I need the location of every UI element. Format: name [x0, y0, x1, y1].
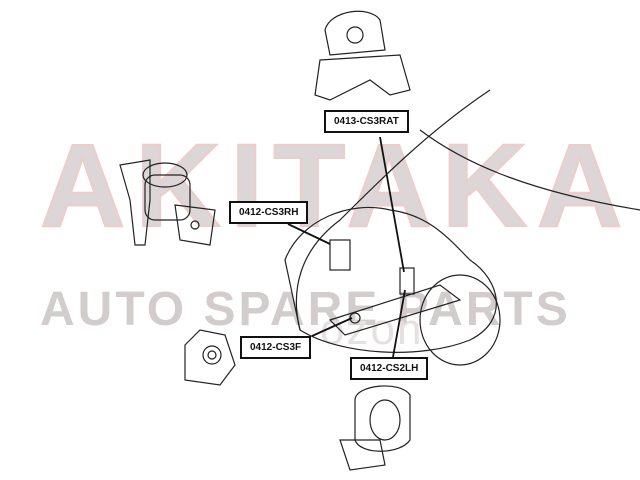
label-top-mount: 0413-CS3RAT — [324, 110, 409, 133]
watermark-subtitle: AUTO SPARE PARTS — [40, 283, 571, 336]
label-left-mount: 0412-CS2LH — [350, 357, 429, 380]
subframe — [328, 284, 462, 336]
installed-right-mount — [329, 239, 351, 271]
front-mount-part — [184, 329, 236, 386]
engine-bay-outline — [284, 206, 497, 353]
leader-left — [392, 289, 406, 358]
label-right-mount: 0412-CS3RH — [229, 201, 309, 224]
wheel-arch — [419, 274, 501, 366]
label-front-mount: 0412-CS3F — [240, 336, 312, 359]
left-mount-part — [339, 385, 411, 471]
watermark-brand: AKITAKA — [39, 119, 633, 253]
car-fender-outline — [419, 129, 640, 211]
leader-front — [311, 317, 353, 337]
leader-top — [379, 136, 405, 273]
installed-left-mount — [399, 267, 415, 295]
leader-right — [287, 223, 331, 245]
right-mount-part — [119, 159, 216, 246]
top-mount-part — [314, 10, 411, 101]
car-hood-outline — [295, 89, 491, 331]
